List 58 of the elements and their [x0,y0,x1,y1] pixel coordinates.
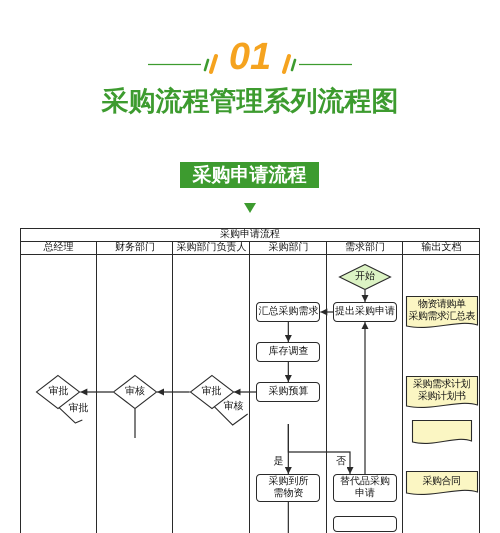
document-label: 采购需求汇总表 [408,310,475,322]
swimlane [250,241,327,533]
lane-header: 总经理 [20,241,97,255]
diagram-title: 采购流程管理系列流程图 [102,86,398,117]
document-shape [406,376,478,410]
document-label: 采购计划书 [418,390,466,402]
arrow [284,322,292,342]
document-label: 采购需求计划 [413,378,470,390]
decision-label: 审批 [48,386,68,398]
arrow [320,308,333,316]
process-box [332,474,397,502]
document-label: 物资请购单 [418,298,466,310]
document-shape [406,296,478,330]
arrow [362,290,368,302]
process-box [256,342,320,362]
decision-label: 审批 [68,403,88,415]
arrow [234,388,256,396]
pool-title: 采购申请流程 [219,228,281,241]
process-label: 库存调查 [268,346,308,358]
document-shape [412,420,472,446]
decision-label: 审核 [224,401,244,413]
decision-label: 审核 [124,386,145,398]
arrow [80,388,113,396]
connector-line [134,409,136,438]
lane-header: 输出文档 [403,241,480,255]
arrow [157,388,190,396]
swimlane [173,241,250,533]
start-label: 开始 [354,271,375,283]
swimlane [326,241,404,533]
start-diamond [338,264,391,290]
swimlane [20,241,97,533]
decision-diamond [112,375,157,409]
section-number: 01 [228,38,272,76]
process-label: 采购到所需物资 [267,476,310,500]
arrow [362,322,368,474]
process-label: 采购预算 [268,386,308,398]
process-label: 替代品采购申请 [338,476,391,500]
document-shape [406,471,478,497]
document-label: 采购合同 [422,476,461,488]
lane-header: 采购部门负责人 [173,241,250,255]
decision-label: 审批 [202,386,222,398]
process-box [332,302,397,322]
lane-header: 财务部门 [96,241,174,255]
swimlane-pool [20,228,480,533]
connector-line [288,502,289,533]
section-banner: 采购申请流程 [180,162,319,188]
process-box [256,474,320,502]
process-label: 提出采购申请 [334,306,395,318]
swimlane [96,241,174,533]
process-box [332,516,397,532]
arrow [284,362,292,382]
arrow [288,424,354,474]
process-box [256,302,320,322]
process-label: 汇总采购需求 [258,306,318,318]
lane-header: 采购部门 [250,241,327,255]
process-box [256,382,320,402]
lane-header: 需求部门 [326,241,404,255]
decision-diamond [190,375,234,409]
